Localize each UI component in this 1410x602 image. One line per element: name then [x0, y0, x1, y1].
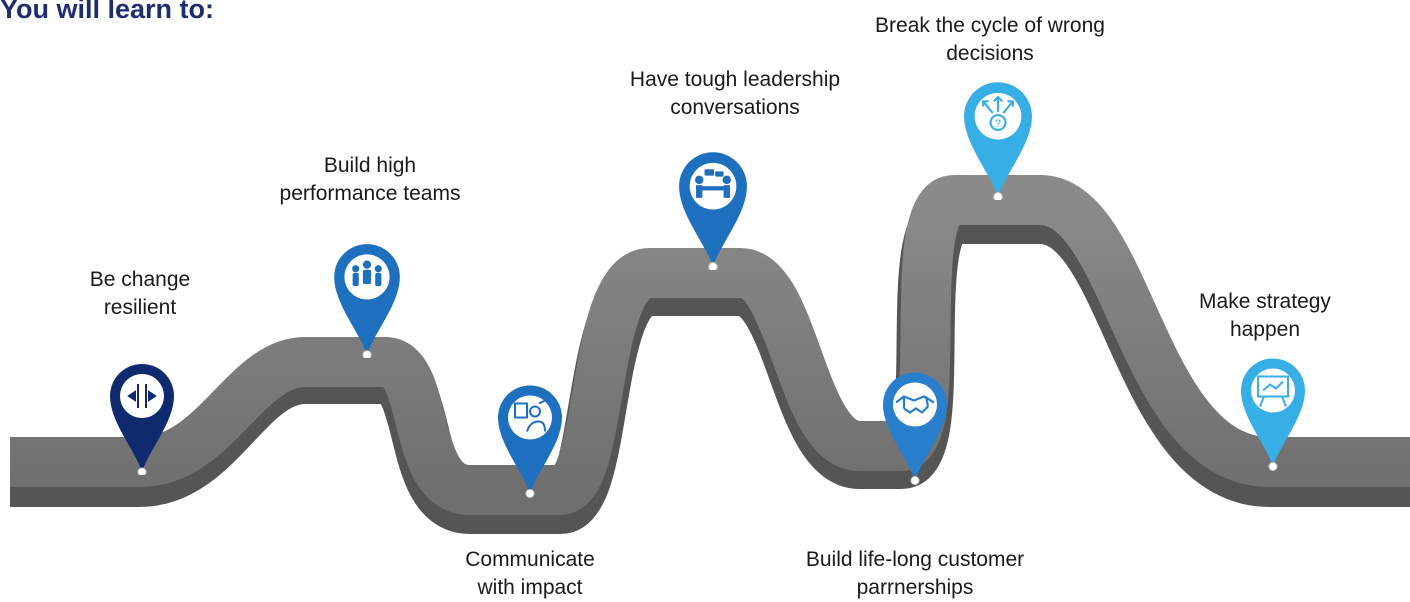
map-pin-communicate: [498, 385, 562, 498]
meeting-icon: [694, 169, 732, 198]
team-celebration-icon: [352, 260, 382, 287]
svg-text:?: ?: [995, 118, 1001, 130]
map-pin-partnerships: [883, 372, 947, 485]
milestone-label-teams: Build high performance teams: [279, 154, 461, 205]
map-pin-decisions: ?: [964, 82, 1032, 200]
handshake-icon: [895, 395, 935, 414]
page-title: You will learn to:: [0, 0, 215, 24]
milestone-label-partnerships: Build life-long customer parrnerships: [805, 548, 1025, 599]
milestone-label-change: Be change resilient: [89, 268, 191, 319]
road-surface: [10, 175, 1410, 515]
milestone-label-strategy: Make strategy happen: [1199, 290, 1331, 341]
milestone-label-communicate: Communicate with impact: [465, 548, 595, 599]
map-pin-strategy: [1241, 358, 1305, 471]
map-pin-conversations: [679, 152, 747, 270]
milestone-label-decisions: Break the cycle of wrong decisions: [875, 14, 1105, 65]
strategy-board-icon: [1257, 375, 1289, 407]
map-pin-change: [110, 364, 174, 475]
decision-arrows-icon: [982, 95, 1014, 132]
milestone-label-conversations: Have tough leadership conversations: [629, 68, 841, 119]
map-pin-teams: [334, 244, 400, 358]
presenter-icon: [514, 398, 548, 432]
inward-arrows-icon: [127, 384, 157, 408]
